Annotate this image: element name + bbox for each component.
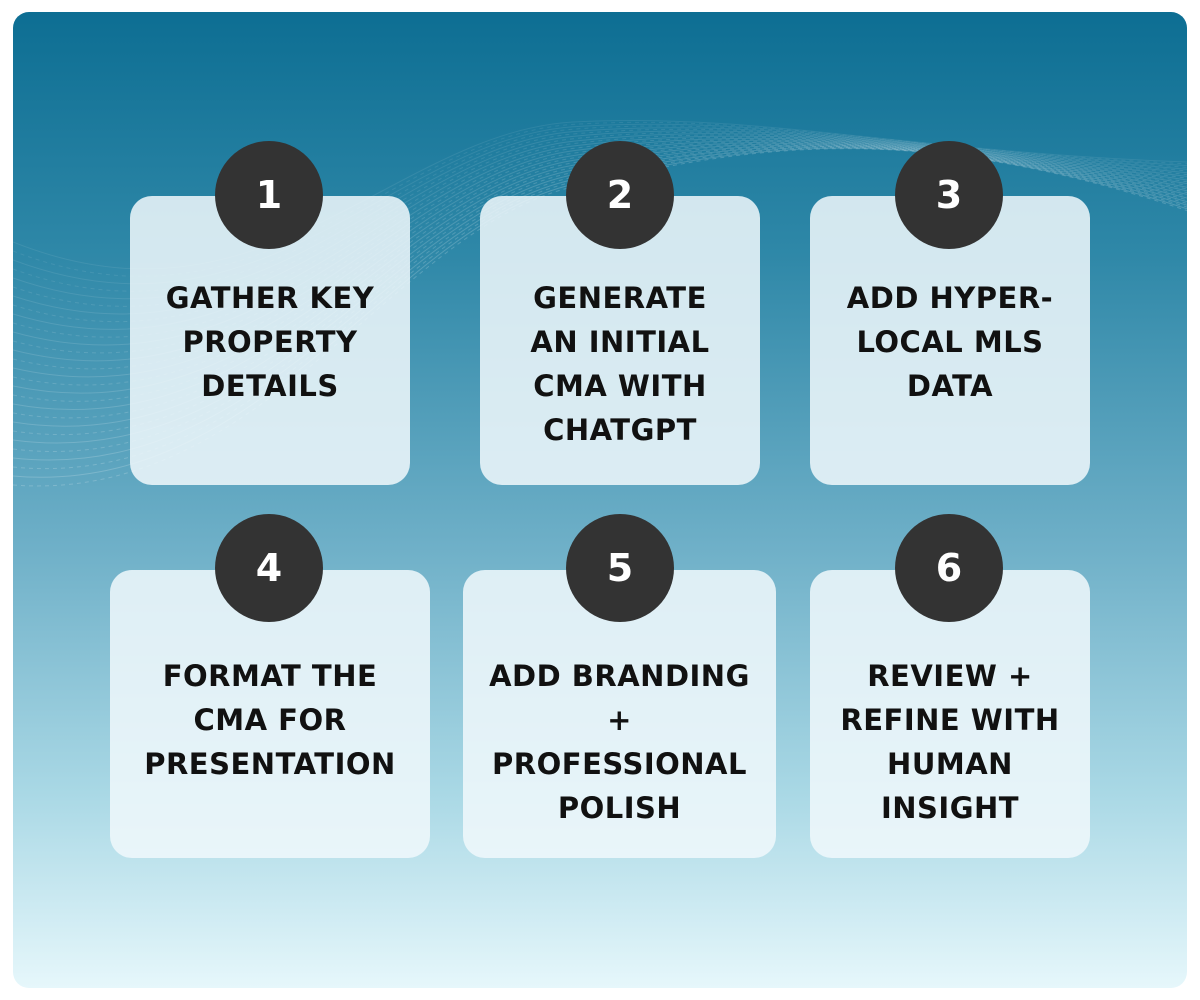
step-number-badge: 1: [215, 141, 323, 249]
step-card-1: GATHER KEY PROPERTY DETAILS: [130, 196, 410, 485]
step-card-2: GENERATE AN INITIAL CMA WITH CHATGPT: [480, 196, 760, 485]
step-title: ADD HYPER-LOCAL MLS DATA: [846, 281, 1054, 403]
step-title: FORMAT THE CMA FOR PRESENTATION: [144, 659, 396, 781]
step-number-badge: 3: [895, 141, 1003, 249]
step-title: REVIEW + REFINE WITH HUMAN INSIGHT: [840, 659, 1060, 825]
step-number-badge: 2: [566, 141, 674, 249]
step-title: GATHER KEY PROPERTY DETAILS: [165, 281, 375, 403]
step-title: ADD BRANDING + PROFESSIONAL POLISH: [489, 659, 750, 825]
step-number-badge: 4: [215, 514, 323, 622]
step-number-badge: 6: [895, 514, 1003, 622]
step-title: GENERATE AN INITIAL CMA WITH CHATGPT: [530, 281, 710, 447]
step-number-badge: 5: [566, 514, 674, 622]
